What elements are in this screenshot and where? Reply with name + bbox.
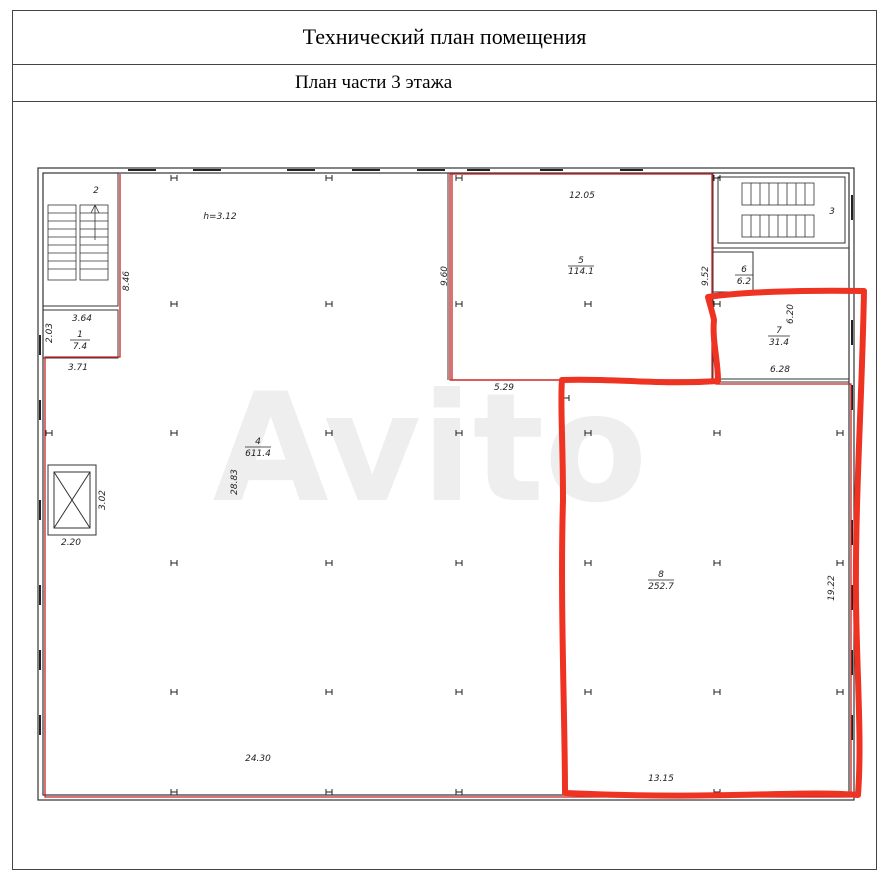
drawing-title: Технический план помещения <box>12 10 877 65</box>
room-2-number: 2 <box>93 186 99 196</box>
stair-treads-3 <box>741 182 815 238</box>
room-labels: 2 3 1 7.4 4 611.4 5 114.1 6 6.2 7 31.4 8… <box>70 186 835 592</box>
dim-24-30: 24.30 <box>245 754 271 764</box>
room-5-area: 114.1 <box>568 267 594 277</box>
column-marker <box>325 301 333 307</box>
column-marker <box>170 175 178 181</box>
dim-3-02: 3.02 <box>98 490 108 510</box>
room-7-number: 7 <box>776 326 782 336</box>
dim-3-64: 3.64 <box>72 314 92 324</box>
column-markers <box>45 175 844 795</box>
dim-8-46: 8.46 <box>122 271 132 291</box>
column-marker <box>836 560 844 566</box>
column-marker <box>455 560 463 566</box>
ceiling-height: h=3.12 <box>203 212 237 222</box>
dim-6-20: 6.20 <box>786 304 796 324</box>
dim-28-83: 28.83 <box>230 469 240 495</box>
column-marker <box>455 430 463 436</box>
drawing-subtitle-text: План части 3 этажа <box>295 72 453 93</box>
room-5-number: 5 <box>578 256 584 266</box>
column-marker <box>325 789 333 795</box>
room-4-number: 4 <box>255 437 261 447</box>
column-marker <box>325 689 333 695</box>
dim-9-52: 9.52 <box>701 266 711 286</box>
column-marker <box>455 789 463 795</box>
column-marker <box>170 301 178 307</box>
dim-13-15: 13.15 <box>648 774 674 784</box>
column-marker <box>713 689 721 695</box>
dim-12-05: 12.05 <box>569 191 595 201</box>
column-marker <box>713 301 721 307</box>
column-marker <box>170 689 178 695</box>
column-marker <box>584 430 592 436</box>
watermark-text: Avito <box>213 362 648 536</box>
column-marker <box>170 789 178 795</box>
room-8-area: 252.7 <box>648 582 674 592</box>
column-marker <box>170 430 178 436</box>
column-marker <box>325 560 333 566</box>
dimension-labels: h=3.12 12.05 3.64 3.71 2.20 24.30 5.29 6… <box>45 191 837 784</box>
room-8-number: 8 <box>658 570 664 580</box>
column-marker <box>836 689 844 695</box>
dim-6-28: 6.28 <box>770 365 790 375</box>
column-marker <box>325 430 333 436</box>
room-3-number: 3 <box>829 207 835 217</box>
dim-9-60: 9.60 <box>440 266 450 286</box>
room-1-number: 1 <box>77 330 83 340</box>
column-marker <box>584 301 592 307</box>
dim-5-29: 5.29 <box>494 383 514 393</box>
dim-2-20: 2.20 <box>61 538 81 548</box>
highlight-outline <box>558 287 867 799</box>
column-marker <box>584 560 592 566</box>
column-marker <box>713 175 721 181</box>
room-6-number: 6 <box>741 265 747 275</box>
dim-3-71: 3.71 <box>68 363 88 373</box>
column-marker <box>455 689 463 695</box>
column-marker <box>713 430 721 436</box>
dim-2-03: 2.03 <box>45 323 55 343</box>
stair-treads-2 <box>47 204 109 281</box>
column-marker <box>455 301 463 307</box>
column-marker <box>325 175 333 181</box>
column-marker <box>455 175 463 181</box>
drawing-sheet <box>12 10 877 870</box>
outer-walls <box>37 167 855 801</box>
drawing-subtitle: План части 3 этажа <box>12 65 877 102</box>
drawing-title-text: Технический план помещения <box>302 24 587 49</box>
column-marker <box>170 560 178 566</box>
room-7-area: 31.4 <box>769 338 789 348</box>
room-6-area: 6.2 <box>737 277 752 287</box>
window-marks <box>39 169 853 740</box>
column-marker <box>584 689 592 695</box>
column-marker <box>45 430 53 436</box>
room-1-area: 7.4 <box>73 342 88 352</box>
room-4-area: 611.4 <box>245 449 271 459</box>
column-marker <box>836 430 844 436</box>
dim-19-22: 19.22 <box>827 575 837 601</box>
column-marker <box>713 560 721 566</box>
